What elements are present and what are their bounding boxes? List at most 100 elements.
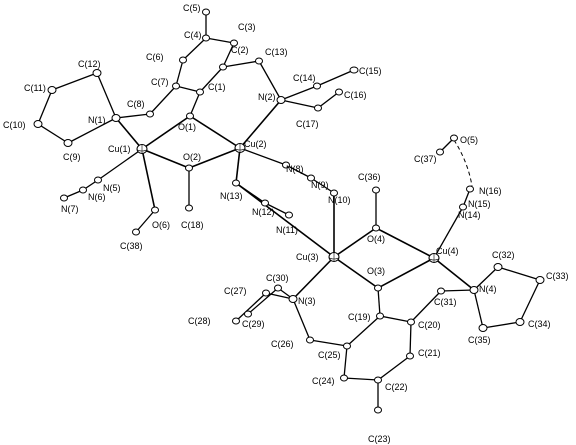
label-c38: C(38) — [120, 241, 143, 251]
atom-c1 — [196, 88, 204, 96]
atom-n16 — [466, 185, 474, 193]
metal-bond — [333, 256, 379, 289]
bond — [222, 42, 235, 68]
bond — [343, 345, 348, 379]
bond — [205, 37, 235, 44]
bond — [175, 59, 184, 87]
atom-c37 — [436, 148, 444, 156]
atom-c5 — [202, 8, 210, 16]
label-c20: C(20) — [418, 320, 441, 330]
hydrogen-bond — [453, 139, 473, 187]
metal-bond — [188, 147, 241, 169]
label-n8: N(8) — [286, 164, 304, 174]
label-n1: N(1) — [88, 115, 106, 125]
label-cu3: Cu(3) — [296, 252, 319, 262]
label-c27: C(27) — [224, 286, 247, 296]
atom-c17 — [314, 104, 322, 112]
label-n15: N(15) — [468, 199, 491, 209]
metal-bond — [235, 147, 241, 184]
bond — [440, 289, 475, 292]
label-cu1: Cu(1) — [108, 144, 131, 154]
label-n4: N(4) — [479, 284, 497, 294]
label-c10: C(10) — [3, 120, 26, 130]
label-c19: C(19) — [348, 312, 371, 322]
atom-n7 — [60, 194, 68, 202]
label-c12: C(12) — [78, 59, 101, 69]
atom-n12 — [261, 199, 269, 207]
bond — [473, 289, 484, 329]
atom-o2 — [185, 164, 193, 172]
label-cu2: Cu(2) — [244, 139, 267, 149]
atom-cu3 — [328, 252, 340, 262]
atom-c4 — [202, 34, 210, 42]
bond — [497, 266, 541, 281]
metal-bond — [235, 182, 335, 258]
label-n6: N(6) — [88, 192, 106, 202]
label-n2: N(2) — [258, 92, 276, 102]
bond — [310, 177, 335, 194]
label-c2: C(2) — [231, 45, 249, 55]
label-c6: C(6) — [146, 52, 164, 62]
bond — [97, 148, 143, 181]
label-c23: C(23) — [368, 434, 391, 444]
bond — [258, 60, 282, 101]
label-o4: O(4) — [367, 234, 385, 244]
label-o5: O(5) — [460, 135, 478, 145]
label-c29: C(29) — [242, 319, 265, 329]
atom-c26 — [306, 336, 314, 344]
label-n7: N(7) — [61, 204, 79, 214]
label-n5: N(5) — [103, 183, 121, 193]
label-n13: N(13) — [220, 191, 243, 201]
atoms — [33, 8, 545, 414]
atom-n6 — [79, 186, 87, 194]
label-o6: O(6) — [152, 220, 170, 230]
label-c33: C(33) — [546, 271, 569, 281]
atom-n3 — [288, 295, 298, 303]
atom-n4 — [469, 286, 479, 294]
atom-c11 — [47, 86, 57, 94]
atom-o4 — [372, 224, 380, 232]
bond — [182, 37, 207, 61]
bond — [433, 206, 464, 259]
atom-c15 — [349, 66, 359, 74]
label-c22: C(22) — [385, 382, 408, 392]
atom-cu2 — [234, 143, 246, 153]
atom-n15 — [459, 203, 467, 211]
label-n11: N(11) — [276, 225, 298, 235]
atom-c6 — [179, 56, 187, 64]
atom-c21 — [406, 352, 414, 360]
atom-c12 — [92, 69, 102, 77]
metal-bond — [189, 115, 241, 149]
atom-c28 — [232, 317, 240, 325]
atom-cu1 — [136, 144, 148, 154]
bond — [285, 164, 312, 179]
atom-c7 — [172, 82, 180, 90]
atom-c32 — [493, 263, 503, 271]
label-o2: O(2) — [183, 152, 201, 162]
metal-bond — [115, 117, 143, 150]
atom-c14 — [313, 82, 321, 90]
atom-n11 — [285, 211, 293, 219]
metal-bond — [141, 148, 190, 169]
bond — [280, 85, 318, 101]
atom-o1 — [186, 112, 194, 120]
atom-n8 — [282, 161, 290, 169]
atom-c33 — [535, 276, 545, 284]
label-c26: C(26) — [271, 339, 294, 349]
label-cu4: Cu(4) — [436, 246, 459, 256]
label-n9: N(9) — [311, 180, 329, 190]
atom-c2 — [219, 63, 227, 71]
atom-c23 — [374, 406, 382, 414]
label-c31: C(31) — [434, 297, 457, 307]
atom-n1 — [111, 114, 121, 122]
atom-c25 — [343, 342, 351, 350]
atom-n2 — [276, 96, 286, 104]
label-o1: O(1) — [178, 122, 196, 132]
label-c21: C(21) — [418, 348, 441, 358]
bond — [346, 315, 381, 347]
atom-c27 — [274, 284, 282, 292]
atom-c9 — [63, 139, 73, 147]
label-c24: C(24) — [312, 376, 335, 386]
bonds — [37, 12, 541, 410]
